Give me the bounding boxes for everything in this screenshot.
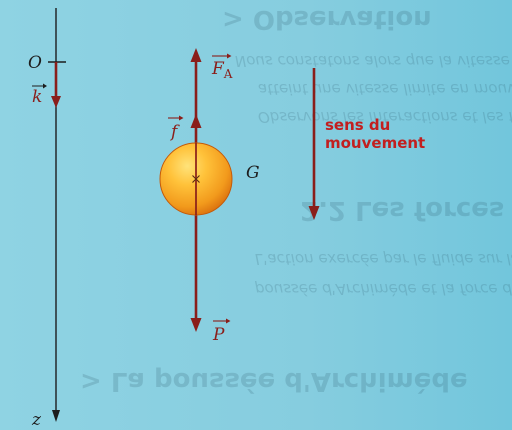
z-axis-arrowhead [52,410,60,422]
svg-text:P: P [212,325,225,345]
svg-text:FA: FA [211,59,233,81]
k-vector-head [51,96,61,108]
friction-label: f [168,115,184,142]
motion-arrow-head [308,206,320,220]
center-label: G [246,163,260,183]
z-axis-label: z [31,410,42,430]
motion-label-line2: mouvement [325,134,426,152]
friction-force-head [190,114,202,128]
center-mark [192,175,200,183]
k-vector-overarrow-head [43,83,47,89]
svg-text:f: f [169,122,180,142]
motion-label-line1: sens du [325,116,391,134]
weight-force-head [190,318,202,332]
archimede-force-head [190,48,202,62]
k-vector-label: k [32,87,42,107]
motion-direction-label: sens du mouvement [325,116,425,152]
weight-label: P [212,318,231,345]
origin-label: O [28,53,42,73]
archimede-label: FA [211,53,233,81]
